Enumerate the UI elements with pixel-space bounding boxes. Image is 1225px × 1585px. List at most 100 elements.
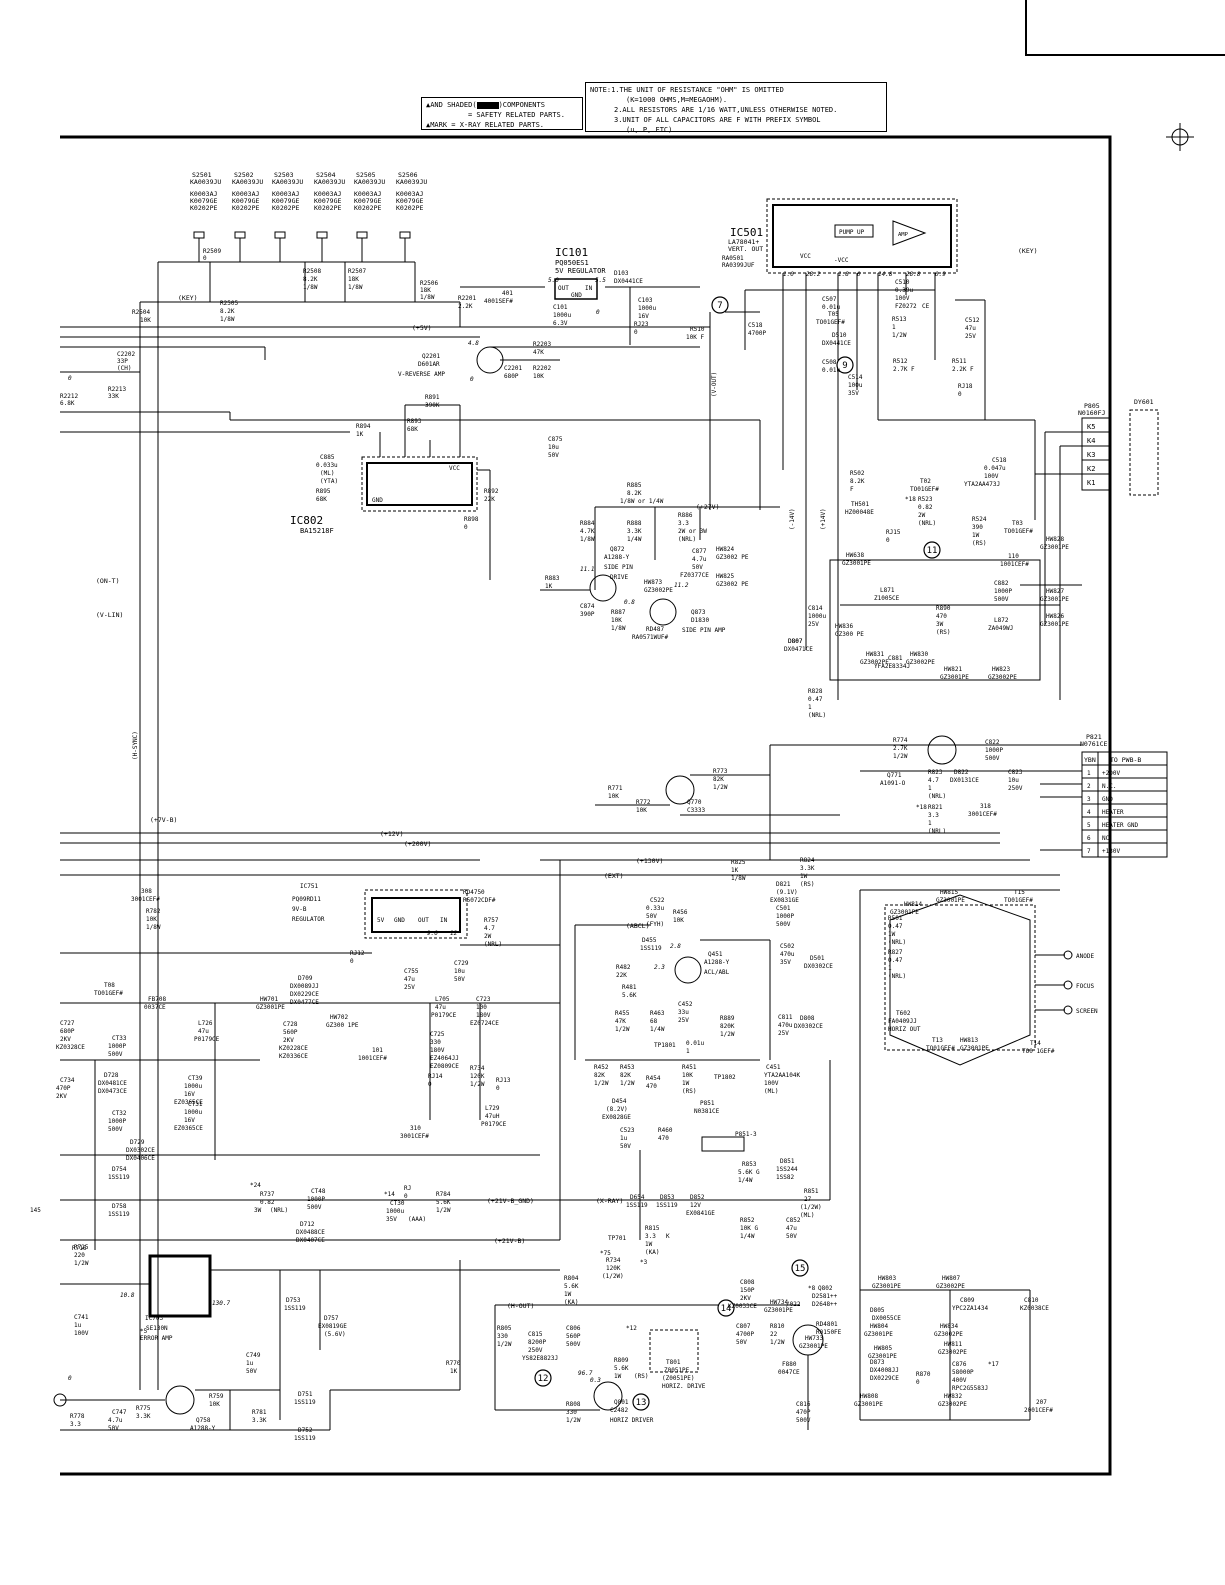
component-label: (9.1V) <box>776 889 798 896</box>
component-label: A1091-O <box>880 780 906 787</box>
switch-part: K0079GE <box>314 197 341 205</box>
switch-part: K0079GE <box>396 197 423 205</box>
switch-part: K0202PE <box>314 204 341 212</box>
component-label: N0381CE <box>694 1108 720 1115</box>
component-label: 2.2K F <box>952 366 974 373</box>
component-label: GZ3002PE <box>860 659 889 666</box>
voltage-label: 0 <box>857 271 861 278</box>
component-label: ACL/ABL <box>704 969 730 976</box>
ic751-pin: 5V <box>377 917 385 924</box>
component-label: 1SS119 <box>108 1174 130 1181</box>
component-label: D822 <box>954 769 969 776</box>
component-label: 3.3K <box>252 1417 267 1424</box>
component-label: 50V <box>736 1339 747 1346</box>
component-label: HW834 <box>940 1323 958 1330</box>
component-label: DX0089JJ <box>290 983 319 990</box>
component-label: C809 <box>960 1297 975 1304</box>
component-label: 0037CE <box>144 1004 166 1011</box>
component-label: (YTA) <box>320 478 338 485</box>
component-label: DX0406CE <box>126 1155 155 1162</box>
component-label: 25V <box>678 1017 689 1024</box>
component-label: DX0229CE <box>290 991 319 998</box>
component-label: 0047CE <box>778 1369 800 1376</box>
component-label: KZ0228CE <box>279 1045 308 1052</box>
note-line: NOTE:1.THE UNIT OF RESISTANCE "OHM" IS O… <box>590 86 784 94</box>
component-label: R511 <box>952 358 967 365</box>
component-label: R773 <box>713 768 728 775</box>
component-label: Q770 <box>687 799 702 806</box>
component-label: DX0229CE <box>870 1375 899 1382</box>
component-label: R888 <box>627 520 642 527</box>
component-label: 1/8W or 1/4W <box>620 498 664 505</box>
component-label: K <box>666 1233 670 1240</box>
component-label: 1SS119 <box>294 1399 316 1406</box>
component-label: 18K <box>420 287 431 294</box>
component-label: 0 <box>958 391 962 398</box>
component-label: 8.2K <box>627 490 642 497</box>
component-label: KZ0033CE <box>728 1303 757 1310</box>
component-label: R2201 <box>458 295 476 302</box>
component-label: 308 <box>141 888 152 895</box>
component-label: 1W <box>800 873 808 880</box>
fbt-anode: ANODE <box>1076 953 1094 960</box>
net-vout: (V-OUT) <box>711 372 718 397</box>
voltage-label: 0 <box>68 1375 72 1382</box>
component-label: R455 <box>615 1010 630 1017</box>
component-label: P851 <box>700 1100 715 1107</box>
component-label: (1/2W) <box>800 1204 822 1211</box>
component-label: 180V <box>430 1047 445 1054</box>
switch-part: K0079GE <box>272 197 299 205</box>
component-label: ZA049WJ <box>988 625 1013 632</box>
ic101-pin: GND <box>571 292 582 299</box>
switch-part: K0202PE <box>232 204 259 212</box>
component-label: 0.82 <box>260 1199 275 1206</box>
component-label: 470 <box>936 613 947 620</box>
component-label: 0 <box>634 329 638 336</box>
badge-label: 9 <box>842 361 847 371</box>
component-label: Q758 <box>196 1417 211 1424</box>
component-label: 2KV <box>740 1295 751 1302</box>
component-label: 18K <box>348 276 359 283</box>
component-label: (ML) <box>320 470 334 477</box>
voltage-label: 130.7 <box>212 1300 230 1307</box>
component-label: F880 <box>782 1361 797 1368</box>
component-label: 1/4W <box>650 1026 665 1033</box>
component-label: D712 <box>300 1221 315 1228</box>
component-label: 0.39u <box>895 287 913 294</box>
component-label: (ML) <box>764 1088 778 1095</box>
component-label: 1K <box>731 867 739 874</box>
component-label: C452 <box>678 1001 693 1008</box>
component-label: (KA) <box>564 1299 578 1306</box>
component-label: F <box>850 486 854 493</box>
component-label: 1W <box>614 1373 622 1380</box>
component-label: Z0051PE <box>664 1367 690 1374</box>
component-label: 0 <box>404 1193 408 1200</box>
component-label: 250V <box>1008 785 1023 792</box>
component-label: R893 <box>407 418 422 425</box>
component-label: GZ3001PE <box>868 1353 897 1360</box>
component-label: TO01GEF# <box>1004 897 1033 904</box>
component-label: 500V <box>108 1051 123 1058</box>
component-label: REGULATOR <box>292 916 325 923</box>
switch-ref: S2502 <box>234 171 254 179</box>
component-label: RJ23 <box>634 321 649 328</box>
component-label: 1/8W <box>580 536 595 543</box>
component-label: D501 <box>810 955 825 962</box>
component-label: D728 <box>104 1072 119 1079</box>
component-label: GZ3001PE <box>872 1283 901 1290</box>
ic751-pin: IN <box>440 917 448 924</box>
switch-part: KA0039JU <box>396 178 427 186</box>
component-label: 330 <box>566 1409 577 1416</box>
component-label: R456 <box>673 909 688 916</box>
component-label: C816 <box>796 1401 811 1408</box>
component-label: GZ3001PE <box>864 1331 893 1338</box>
dy-ref: DY601 <box>1134 398 1154 406</box>
component-label: *8 <box>808 1285 816 1292</box>
component-label: DX0473CE <box>98 1088 127 1095</box>
component-label: R892 <box>484 488 499 495</box>
component-label: C814 <box>808 605 823 612</box>
net-key: (KEY) <box>178 294 198 302</box>
switch-part: K0079GE <box>190 197 217 205</box>
component-label: EZ0365CE <box>174 1125 203 1132</box>
